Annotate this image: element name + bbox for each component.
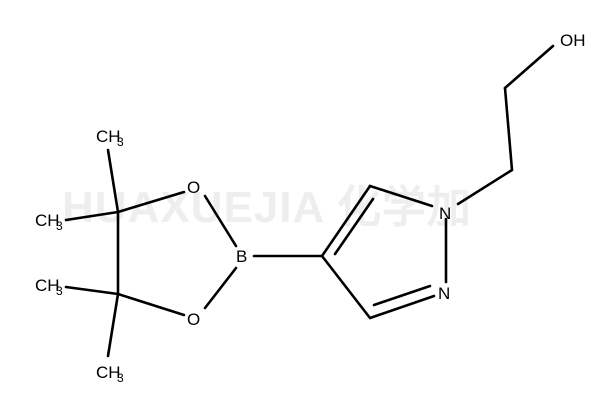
bond-c5-c4 <box>320 184 372 258</box>
bond-o-c <box>503 44 555 90</box>
atom-oh: OH <box>560 31 586 50</box>
svg-text:CH: CH <box>96 127 121 146</box>
bond-methyl-left-lower <box>64 285 120 296</box>
bond-o-top-c <box>116 190 186 214</box>
svg-text:CH: CH <box>96 363 121 382</box>
bond-c3-n2 <box>368 294 436 320</box>
bond-methyl-left-upper <box>64 210 120 222</box>
methyl-left-upper-label: CH 3 <box>35 211 63 233</box>
watermark: HUAXUEJIA 化学加 <box>62 183 472 232</box>
svg-text:CH: CH <box>35 276 60 295</box>
svg-text:3: 3 <box>117 135 124 149</box>
bond-n1-c5 <box>368 184 434 208</box>
bond-c5-c4-inner <box>333 197 375 256</box>
bond-methyl-top <box>106 148 120 214</box>
atom-labels: OH N N B O O CH 3 CH 3 CH 3 CH 3 <box>35 31 586 385</box>
svg-text:3: 3 <box>56 219 63 233</box>
atom-n2: N <box>438 284 450 303</box>
methyl-left-lower-label: CH 3 <box>35 276 63 298</box>
atom-n1: N <box>439 204 451 223</box>
bond-methyl-bottom <box>106 292 120 358</box>
bond-c4-c3 <box>320 254 372 320</box>
atom-oxygen-top: O <box>187 178 200 197</box>
svg-text:3: 3 <box>117 371 124 385</box>
bond-c3-n2-inner <box>372 284 432 307</box>
svg-text:CH: CH <box>35 211 60 230</box>
methyl-top-label: CH 3 <box>96 127 124 149</box>
atom-oxygen-bottom: O <box>187 310 200 329</box>
svg-text:3: 3 <box>56 284 63 298</box>
atom-boron: B <box>236 247 247 266</box>
methyl-bottom-label: CH 3 <box>96 363 124 385</box>
bond-c-n1 <box>456 168 514 206</box>
bond-b-o-top <box>203 194 238 248</box>
bond-c-c <box>503 86 514 172</box>
bond-o-bottom-c <box>116 292 186 317</box>
bond-lines <box>64 44 555 358</box>
bond-b-o-bottom <box>203 266 238 310</box>
